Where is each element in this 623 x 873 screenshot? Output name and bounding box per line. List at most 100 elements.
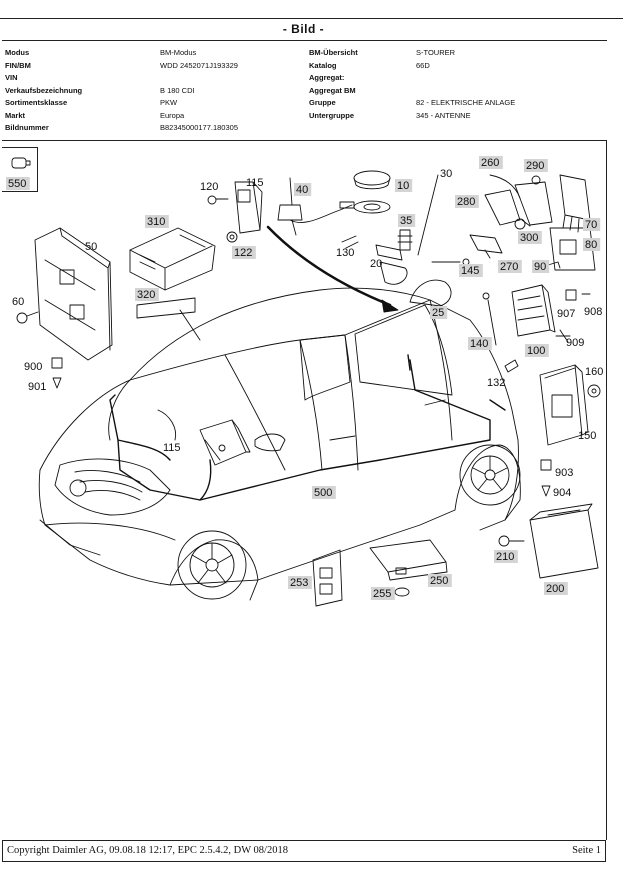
callout-901: 901 <box>28 381 46 393</box>
value-fin: WDD 2452071J193329 <box>160 60 238 70</box>
label-verkaufsbezeichnung: Verkaufsbezeichnung <box>5 85 83 95</box>
callout-highlight <box>544 582 568 595</box>
value-aggregat-bm <box>416 85 515 98</box>
callout-270: 270 <box>500 261 518 273</box>
callout-130: 130 <box>336 247 354 259</box>
screw-icon <box>16 311 39 324</box>
part-100-module <box>511 284 556 337</box>
value-modus: BM-Modus <box>160 48 197 57</box>
exploded-parts-diagram: 5501201154010302602903105013035280703008… <box>6 156 603 607</box>
part-310-module <box>129 227 216 291</box>
value-bm-uebersicht: S-TOURER <box>416 48 456 57</box>
clip-icon <box>540 459 552 497</box>
callout-highlight <box>583 218 601 231</box>
callout-200: 200 <box>546 583 564 595</box>
value-untergruppe: 345 - ANTENNE <box>416 110 471 120</box>
callout-70: 70 <box>585 219 597 231</box>
callout-highlight <box>518 231 542 244</box>
callout-115: 115 <box>163 442 181 454</box>
part-25-roof-antenna <box>409 279 452 307</box>
callout-highlight <box>455 195 479 208</box>
leader-line <box>204 439 221 461</box>
label-vin: VIN <box>5 73 18 82</box>
callout-260: 260 <box>481 157 499 169</box>
callout-210: 210 <box>496 551 514 563</box>
footer: Copyright Daimler AG, 09.08.18 12:17, EP… <box>2 840 606 862</box>
label-aggregat-bm: Aggregat BM <box>309 85 356 95</box>
callout-30: 30 <box>440 168 452 180</box>
antenna-kit-parts <box>341 170 470 285</box>
callout-highlight <box>479 156 503 169</box>
callout-132: 132 <box>487 377 505 389</box>
header-right-values: S-TOURER 66D 82 - ELEKTRISCHE ANLAGE 345… <box>416 47 515 122</box>
callout-highlight <box>145 215 169 228</box>
label-markt: Markt <box>5 110 26 120</box>
value-aggregat <box>416 72 515 85</box>
header-left-values: BM-Modus WDD 2452071J193329 B 180 CDI PK… <box>160 47 238 135</box>
callout-highlight <box>135 288 159 301</box>
value-markt: Europa <box>160 110 185 120</box>
label-katalog: Katalog <box>309 60 337 70</box>
callout-highlight <box>398 214 416 227</box>
callout-290: 290 <box>526 160 544 172</box>
label-untergruppe: Untergruppe <box>309 110 354 120</box>
callout-highlight <box>312 486 336 499</box>
part-150-module <box>539 364 589 446</box>
value-verkaufsbezeichnung: B 180 CDI <box>160 85 195 95</box>
callout-90: 90 <box>534 261 546 273</box>
part-250-module <box>369 539 448 581</box>
footer-copyright: Copyright Daimler AG, 09.08.18 12:17, EP… <box>7 845 288 856</box>
label-modus: Modus <box>5 48 30 57</box>
callout-122: 122 <box>234 247 252 259</box>
screw-icon <box>498 535 525 547</box>
diagram-frame <box>2 140 607 840</box>
callout-highlight <box>371 587 395 600</box>
callout-highlight <box>532 260 550 273</box>
callout-300: 300 <box>520 232 538 244</box>
callout-250: 250 <box>430 575 448 587</box>
part-115-lower-bracket <box>199 419 251 466</box>
value-bildnummer: B82345000177.180305 <box>160 123 238 132</box>
callout-908: 908 <box>584 306 602 318</box>
callout-highlight <box>525 344 549 357</box>
callout-highlight <box>294 183 312 196</box>
page-title: - Bild - <box>282 22 325 36</box>
footer-page-number: Seite 1 <box>572 845 601 856</box>
callout-140: 140 <box>470 338 488 350</box>
callout-20: 20 <box>370 258 382 270</box>
callout-highlight <box>395 179 413 192</box>
divider <box>2 140 607 141</box>
callout-highlight <box>498 260 522 273</box>
part-50-bracket <box>34 227 113 361</box>
callout-highlight <box>6 177 30 190</box>
wiring-harness <box>109 354 506 501</box>
callout-highlight <box>468 337 492 350</box>
callout-highlight <box>459 264 483 277</box>
callout-310: 310 <box>147 216 165 228</box>
header-right-labels: BM-Übersicht Katalog Aggregat: Aggregat … <box>309 47 358 122</box>
callout-highlight <box>524 159 548 172</box>
callout-909: 909 <box>566 337 584 349</box>
part-132 <box>504 359 519 373</box>
callout-highlight <box>430 306 448 319</box>
callout-904: 904 <box>553 487 571 499</box>
callout-highlight <box>288 576 312 589</box>
callout-255: 255 <box>373 588 391 600</box>
label-bildnummer: Bildnummer <box>5 123 49 132</box>
callout-500: 500 <box>314 487 332 499</box>
callout-320: 320 <box>137 289 155 301</box>
part-200-module <box>529 503 599 579</box>
leader-line <box>179 309 201 341</box>
callout-highlight <box>232 246 256 259</box>
nut-icon <box>394 587 410 597</box>
callout-10: 10 <box>397 180 409 192</box>
part-40-antenna <box>277 177 355 236</box>
bulb-icon <box>11 157 31 169</box>
part-115-bracket <box>234 181 263 234</box>
callout-highlight <box>494 550 518 563</box>
label-sortimentsklasse: Sortimentsklasse <box>5 98 68 107</box>
value-vin <box>160 72 238 85</box>
callout-907: 907 <box>557 308 575 320</box>
callout-120: 120 <box>200 181 218 193</box>
